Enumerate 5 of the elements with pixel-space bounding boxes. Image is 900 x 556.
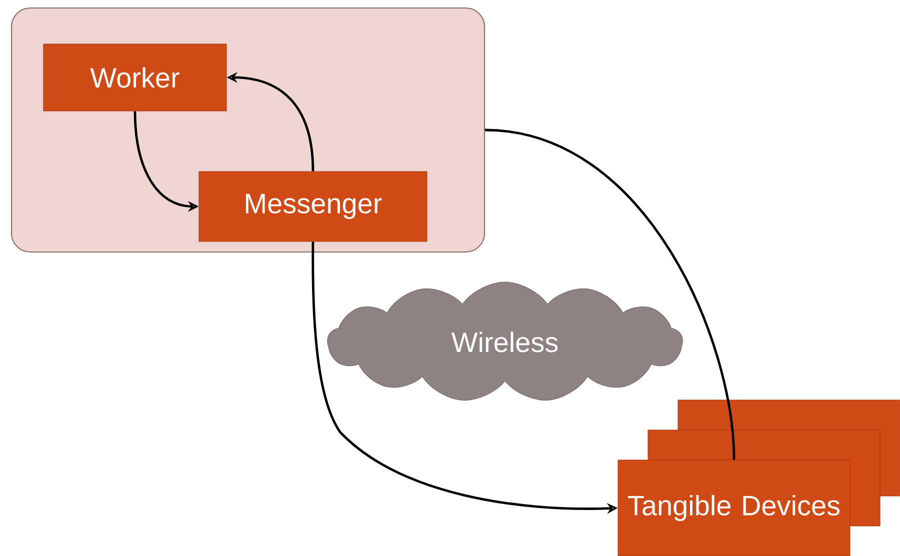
node-label: Tangible Devices: [628, 494, 840, 522]
process-box: Messenger: [198, 171, 428, 242]
stacked-boxes: Tangible Devices: [618, 400, 900, 556]
process-box: Worker: [43, 44, 227, 112]
cloud: Wireless: [327, 282, 683, 401]
